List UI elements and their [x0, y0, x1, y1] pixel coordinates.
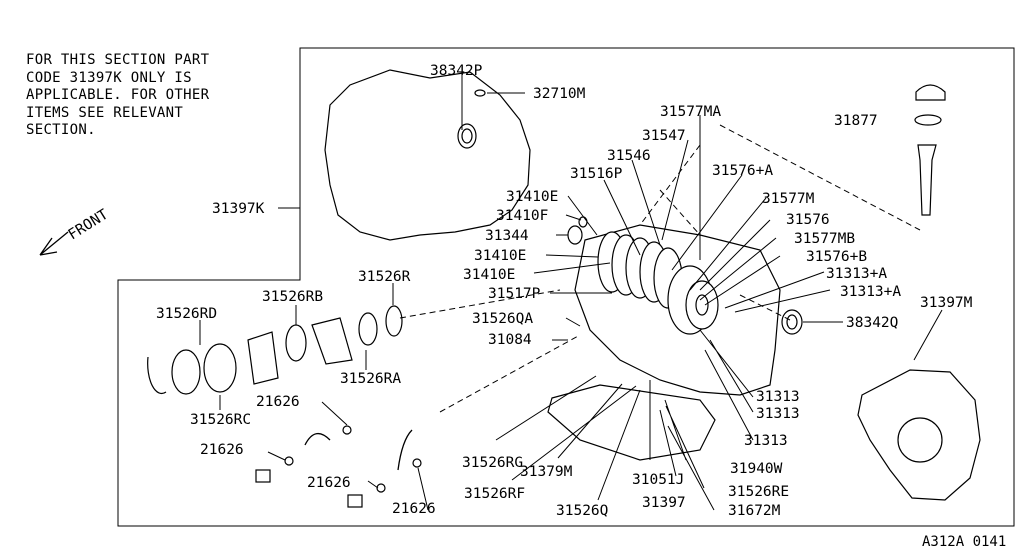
- callout-38342P: 38342P: [430, 63, 483, 79]
- callout-31526R: 31526R: [358, 269, 411, 285]
- callout-31577MB: 31577MB: [794, 231, 855, 247]
- governor-31877: [914, 84, 946, 216]
- callout-31410F: 31410F: [496, 208, 548, 224]
- oil-pan: [547, 384, 716, 461]
- callout-21626-c: 21626: [307, 475, 351, 491]
- callout-31526RG: 31526RG: [462, 455, 523, 471]
- oring-31344: [567, 225, 583, 245]
- callout-31410E-b: 31410E: [474, 248, 526, 264]
- callout-31313A-a: 31313+A: [826, 266, 887, 282]
- pipe-fittings: [255, 425, 422, 508]
- callout-31576A: 31576+A: [712, 163, 773, 179]
- callout-31526RF: 31526RF: [464, 486, 525, 502]
- callout-31397: 31397: [642, 495, 686, 511]
- clutch-pack: [597, 231, 719, 335]
- callout-31313-b: 31313: [756, 406, 800, 422]
- callout-31397K: 31397K: [212, 201, 265, 217]
- callout-31526RD: 31526RD: [156, 306, 217, 322]
- callout-31313A-b: 31313+A: [840, 284, 901, 300]
- callout-31397M: 31397M: [920, 295, 973, 311]
- front-arrow-icon: [39, 231, 69, 256]
- callout-31546: 31546: [607, 148, 651, 164]
- callout-31526Q: 31526Q: [556, 503, 608, 519]
- callout-32710M: 32710M: [533, 86, 586, 102]
- callout-31526QA: 31526QA: [472, 311, 533, 327]
- callout-21626-d: 21626: [392, 501, 436, 517]
- callout-31877: 31877: [834, 113, 878, 129]
- callout-31576B: 31576+B: [806, 249, 867, 265]
- diagram-frame: [117, 47, 1015, 527]
- callout-31526RB: 31526RB: [262, 289, 323, 305]
- callout-31084: 31084: [488, 332, 532, 348]
- drum-assembly: [147, 305, 403, 395]
- callout-31379M: 31379M: [520, 464, 573, 480]
- callout-31672M: 31672M: [728, 503, 781, 519]
- front-label: FRONT: [66, 207, 112, 244]
- callout-31344: 31344: [485, 228, 529, 244]
- callout-21626-b: 21626: [200, 442, 244, 458]
- figure-code: A312A 0141: [922, 534, 1007, 550]
- callout-31410E-a: 31410E: [506, 189, 558, 205]
- callout-21626-a: 21626: [256, 394, 300, 410]
- callout-31517P: 31517P: [488, 286, 541, 302]
- callout-31940W: 31940W: [730, 461, 783, 477]
- callout-31051J: 31051J: [632, 472, 684, 488]
- ring-31410F: [578, 216, 588, 228]
- callout-31313-a: 31313: [756, 389, 800, 405]
- callout-31526RE: 31526RE: [728, 484, 789, 500]
- callout-31526RA: 31526RA: [340, 371, 401, 387]
- callout-31547: 31547: [642, 128, 686, 144]
- section-note: FOR THIS SECTION PART CODE 31397K ONLY I…: [26, 52, 210, 138]
- callout-31410E-c: 31410E: [463, 267, 515, 283]
- callout-31526RC: 31526RC: [190, 412, 251, 428]
- callout-38342Q: 38342Q: [846, 315, 898, 331]
- callout-31577M: 31577M: [762, 191, 815, 207]
- callout-31577MA: 31577MA: [660, 104, 721, 120]
- callout-31576: 31576: [786, 212, 830, 228]
- callout-31313-c: 31313: [744, 433, 788, 449]
- oring-32710M: [474, 89, 486, 97]
- callout-31516P: 31516P: [570, 166, 623, 182]
- gasket-31397K: [324, 69, 531, 241]
